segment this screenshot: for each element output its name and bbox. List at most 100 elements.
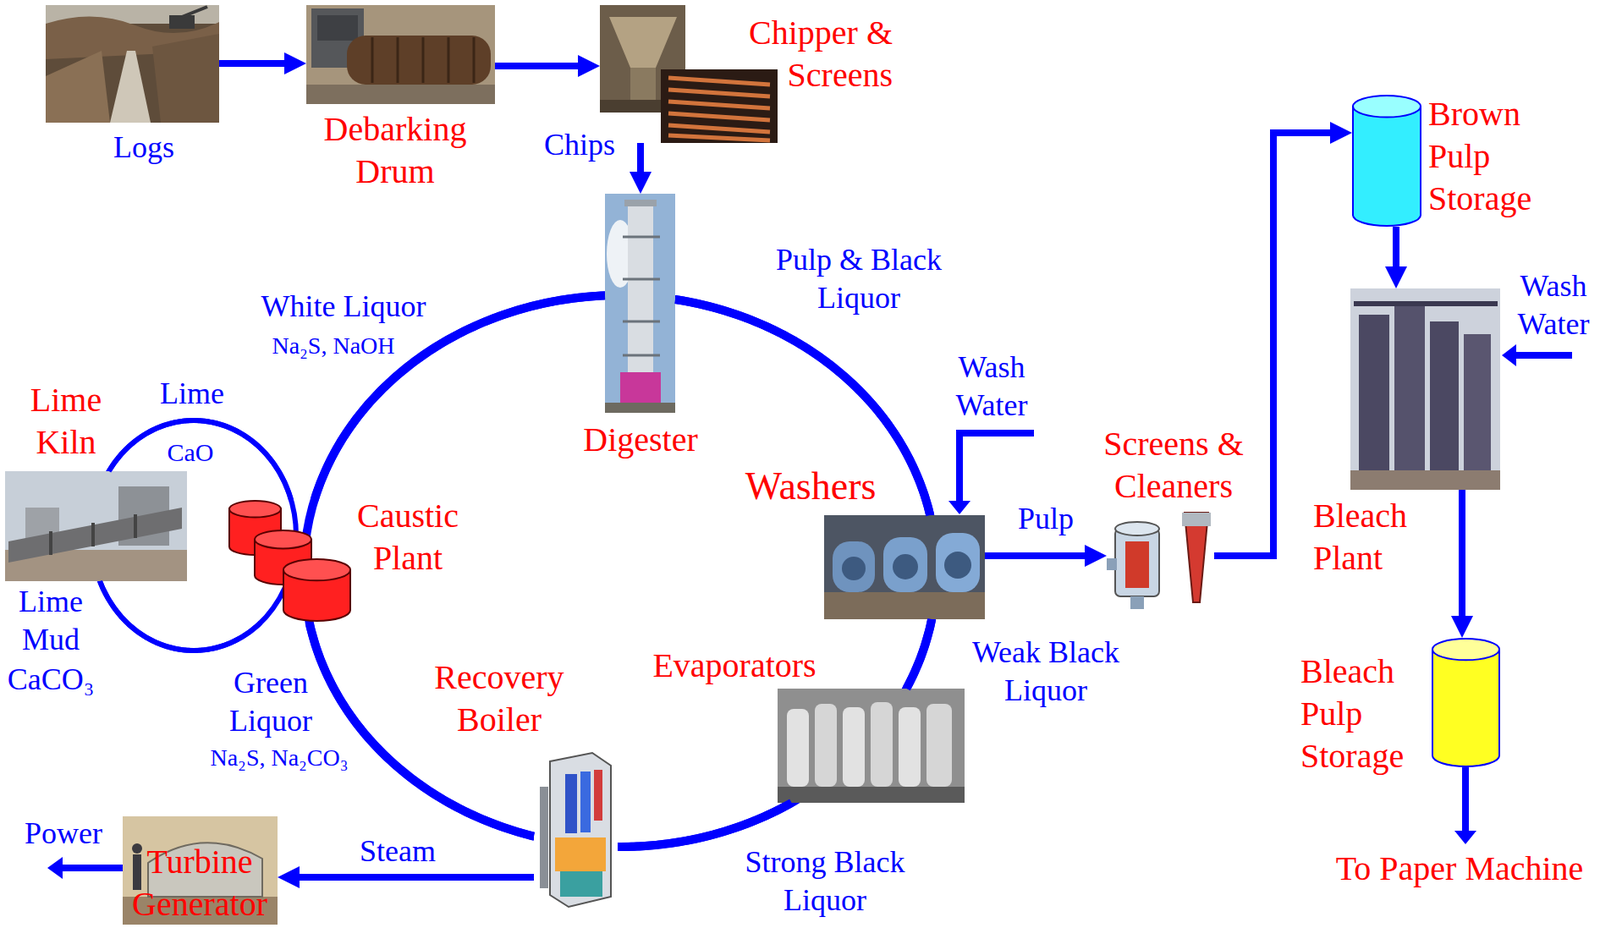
photo-sky <box>604 193 676 413</box>
chute <box>630 67 656 102</box>
cylinder-top <box>1432 638 1500 660</box>
ground <box>777 786 965 803</box>
crane <box>169 15 195 29</box>
washer-drum <box>935 533 980 593</box>
chemical-formula: Na₂S, Na₂CO₃ <box>209 742 348 773</box>
screen-inlet <box>1106 558 1117 571</box>
flow-arrow <box>1458 489 1466 638</box>
cylinder-shape <box>1432 638 1500 767</box>
node-label: Chipper & Screens <box>723 11 893 97</box>
furnace <box>555 837 606 872</box>
photo-node: Recovery Boiler <box>533 744 618 912</box>
screen-lid <box>1115 522 1160 536</box>
liquor-line <box>906 619 932 689</box>
drum-end <box>944 551 972 579</box>
stream-label: Pulp <box>1017 500 1074 539</box>
cleaner-head <box>1182 512 1211 527</box>
photo-node: Turbine Generator <box>122 816 278 925</box>
recovery-boiler-drawing <box>533 744 618 912</box>
liquor-line <box>617 802 792 847</box>
hopper <box>609 16 677 68</box>
output-label: Power <box>24 814 103 853</box>
node-label: Washers <box>745 461 877 512</box>
output-label: To Paper Machine <box>1336 847 1584 891</box>
drum-ribs <box>372 37 474 83</box>
bleach-tower <box>1463 334 1491 476</box>
liquor-line <box>99 581 261 651</box>
kiln-tyres <box>50 514 136 556</box>
bleach-tower <box>1358 314 1390 476</box>
photo-ground <box>122 816 278 925</box>
chemical-formula: Na₂S, NaOH <box>271 330 395 361</box>
flow-arrow <box>277 874 534 881</box>
worker-head <box>131 843 143 854</box>
floor <box>306 84 495 105</box>
evaporator-body <box>786 709 809 787</box>
node-label: Bleach Plant <box>1313 494 1424 580</box>
arrow-head <box>1501 344 1517 367</box>
side-arrows <box>47 344 1573 880</box>
stream-label: Chips <box>544 126 616 165</box>
turbine-photo <box>122 816 278 925</box>
node-label: Bleach Pulp Storage <box>1300 650 1415 778</box>
bleach-tower <box>1394 306 1425 476</box>
flow-arrow <box>1392 226 1400 289</box>
node-label: Caustic Plant <box>344 494 472 580</box>
stream-label: Pulp & Black Liquor <box>774 241 944 318</box>
cylinder-shape <box>283 559 351 622</box>
node-label: Lime Kiln <box>19 379 113 464</box>
photo-node: Digester <box>604 193 676 413</box>
photo-sky <box>1350 288 1501 490</box>
bleach-plant-photo <box>1350 288 1501 490</box>
bleach-tower <box>1429 321 1459 476</box>
storage-tank: Brown Pulp Storage <box>1352 94 1422 227</box>
node-label: Logs <box>113 128 175 167</box>
cylinder-top <box>283 559 351 581</box>
photo-node: Evaporators <box>777 688 965 803</box>
stream-label: Lime Mud <box>4 582 98 660</box>
photo-ground <box>777 688 965 803</box>
washers-photo <box>824 515 985 620</box>
washer-drum <box>832 541 875 593</box>
log-pile <box>152 33 220 123</box>
cylinder-body <box>1352 106 1421 226</box>
power-line <box>60 864 123 872</box>
tank-shape <box>1431 637 1501 768</box>
photo-node: Bleach Plant <box>1350 288 1501 490</box>
photo-ground <box>824 515 985 620</box>
photo-ground <box>306 5 495 105</box>
node-label: Recovery Boiler <box>427 656 572 742</box>
tower-base <box>620 372 661 407</box>
flow-arrow <box>219 60 307 67</box>
stream-label: Green Liquor <box>219 664 322 741</box>
flow-arrow <box>984 552 1107 560</box>
boiler-column <box>539 786 549 889</box>
log-pile <box>45 50 110 123</box>
boiler-tubes <box>565 774 578 834</box>
superheater <box>593 769 603 821</box>
pressure-screen <box>1115 528 1160 597</box>
flow-arrow <box>1214 132 1353 556</box>
node-label: Brown Pulp Storage <box>1428 93 1543 220</box>
liquor-line <box>314 295 605 501</box>
caustic-tanks: Caustic Plant <box>226 500 352 623</box>
logs-photo <box>45 5 220 123</box>
drum <box>346 35 491 85</box>
conveyor <box>109 50 151 123</box>
flow-arrow <box>494 62 600 70</box>
digester-tower <box>627 201 654 380</box>
stream-label: Weak Black Liquor <box>961 633 1131 710</box>
evaporator-body <box>898 707 921 787</box>
platforms <box>622 236 660 356</box>
screens-cleaners-drawing <box>1106 512 1211 610</box>
ground <box>604 402 676 413</box>
tank-shape <box>226 500 352 623</box>
liquor-line <box>675 299 930 516</box>
arrow-head <box>948 500 971 515</box>
cylinder-top <box>1352 95 1421 118</box>
stream-label: Lime <box>159 374 225 413</box>
screen-basket <box>1125 541 1150 589</box>
stream-label: Wash Water <box>945 348 1039 425</box>
arrow-head <box>1454 830 1477 845</box>
